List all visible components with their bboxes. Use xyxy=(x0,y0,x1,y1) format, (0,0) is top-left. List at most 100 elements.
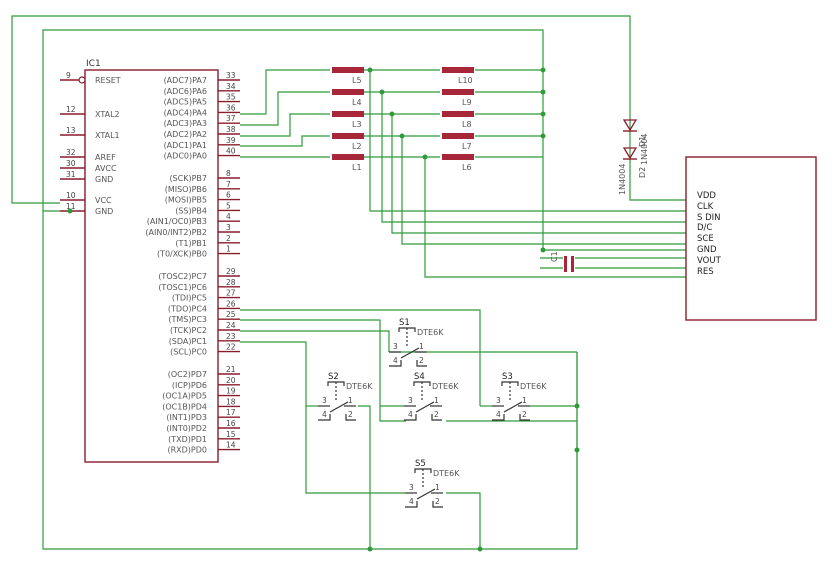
ic1-right-pin-name: (SCK)PB7 xyxy=(169,174,207,183)
switch-pin-number: 4 xyxy=(408,410,413,419)
resistor-bank: L5 L4 L3 L2 L1 L10 L9 L8 L7 L6 xyxy=(332,67,544,250)
ic1-right-pin-number: 16 xyxy=(226,419,236,428)
junction-dot xyxy=(540,247,546,253)
ic1: IC1 9RESET12XTAL213XTAL132AREF30AVCC31GN… xyxy=(60,59,240,463)
ic1-left-pin-number: 12 xyxy=(66,105,76,114)
switch-pin-number: 4 xyxy=(393,356,398,365)
ic1-right-pin-name: (OC1A)PD5 xyxy=(162,392,207,401)
switch-name: S5 xyxy=(415,459,426,469)
ic1-left-pin-name: AVCC xyxy=(95,164,117,173)
switch-lead xyxy=(431,414,442,421)
switch-lead xyxy=(318,414,331,421)
ic1-right-pin-name: (T1)PB1 xyxy=(175,239,207,248)
capacitor-plate-left xyxy=(564,256,567,272)
ic1-left-pins: 9RESET12XTAL213XTAL132AREF30AVCC31GND10V… xyxy=(60,71,121,216)
ic1-left-pin-name: VCC xyxy=(95,196,112,205)
ic1-right-pin-number: 5 xyxy=(226,201,231,210)
resistor-label-l9: L9 xyxy=(462,98,472,107)
ic1-right-pin-name: (ADC4)PA4 xyxy=(164,108,207,117)
ic1-right-pin-number: 35 xyxy=(226,93,236,102)
ic1-right-pin-number: 24 xyxy=(226,321,236,330)
switch-pin-number: 2 xyxy=(434,410,439,419)
ic1-right-pin-number: 8 xyxy=(226,169,231,178)
diode-d1-symbol xyxy=(622,119,638,132)
ic1-right-pin-number: 15 xyxy=(226,430,236,439)
ic1-right-pin-number: 6 xyxy=(226,191,231,200)
ic1-right-pin-name: (TOSC2)PC7 xyxy=(158,272,207,281)
ic1-right-pin-name: (ADC2)PA2 xyxy=(164,130,207,139)
ic1-right-pin-number: 40 xyxy=(226,147,236,156)
ic1-left-pin-number: 32 xyxy=(66,148,76,157)
ic1-left-pin-number: 10 xyxy=(66,191,76,200)
ic1-right-pin-number: 23 xyxy=(226,332,236,341)
switch-pin-number: 1 xyxy=(435,483,440,492)
switch-pin-number: 2 xyxy=(419,356,424,365)
switch-pin-number: 1 xyxy=(434,396,439,405)
resistor-l1 xyxy=(332,154,364,160)
power-wires xyxy=(11,15,686,550)
ic1-right-pin-name: (TCK)PC2 xyxy=(170,326,207,335)
ic1-right-pin-number: 27 xyxy=(226,289,236,298)
junction-dot xyxy=(389,111,395,117)
lcd-pin-label: GND xyxy=(697,245,717,255)
switch-pin-number: 4 xyxy=(496,410,501,419)
switch-pin-number: 4 xyxy=(409,497,414,506)
capacitor-plate-right xyxy=(571,256,574,272)
switch-part: DTE6K xyxy=(417,328,444,337)
lcd-pin-label: D/C xyxy=(697,223,712,233)
diode-d1-label: D1 xyxy=(638,136,647,147)
ic1-right-pin-number: 26 xyxy=(226,299,236,308)
ic1-right-pin-number: 39 xyxy=(226,136,236,145)
lcd-pin-label: VOUT xyxy=(697,256,722,266)
resistor-label-l10: L10 xyxy=(458,76,473,85)
resistor-label-l4: L4 xyxy=(352,98,362,107)
ic1-right-pin-number: 1 xyxy=(226,245,231,254)
ic1-right-pin-name: (MISO)PB6 xyxy=(165,185,207,194)
switch-lead xyxy=(404,414,417,421)
switch-contact xyxy=(503,401,523,413)
ic1-body xyxy=(84,69,219,463)
switch-pin-number: 1 xyxy=(348,396,353,405)
switch-pin-number: 2 xyxy=(348,410,353,419)
junction-dot xyxy=(477,546,483,552)
ic1-left-pin-name: GND xyxy=(95,207,113,216)
ic1-right-pin-number: 21 xyxy=(226,365,236,374)
switch-part: DTE6K xyxy=(433,469,460,478)
junction-dot xyxy=(367,67,373,73)
ic1-right-pins: 33(ADC7)PA734(ADC6)PA635(ADC5)PA536(ADC4… xyxy=(145,71,240,455)
junction-dot xyxy=(67,208,73,214)
junction-dot xyxy=(540,67,546,73)
resistor-label-l6: L6 xyxy=(462,163,472,172)
ic1-right-pin-name: (TDI)PC5 xyxy=(172,294,207,303)
ic1-right-pin-name: (OC2)PD7 xyxy=(168,370,207,379)
ic1-left-pin-number: 11 xyxy=(66,202,76,211)
switch-name: S1 xyxy=(399,318,410,328)
lcd-body xyxy=(685,156,817,321)
ic1-left-pin-number: 9 xyxy=(66,71,71,80)
ic1-right-pin-number: 38 xyxy=(226,125,236,134)
ic1-right-pin-name: (AIN1/OC0)PB3 xyxy=(147,217,207,226)
ic1-right-pin-number: 17 xyxy=(226,408,236,417)
switch-pin-number: 3 xyxy=(322,396,327,405)
ic1-left-pin-name: RESET xyxy=(95,76,121,85)
ic1-right-pin-name: (ADC3)PA3 xyxy=(164,119,207,128)
ic1-name: IC1 xyxy=(86,59,101,69)
ic1-right-pin-name: (ADC1)PA1 xyxy=(164,141,207,150)
switch-contact xyxy=(400,347,420,359)
switch-name: S2 xyxy=(328,372,339,382)
ic1-right-pin-number: 4 xyxy=(226,212,231,221)
resistor-l4 xyxy=(332,89,364,95)
ic1-right-pin-name: (ADC0)PA0 xyxy=(164,152,207,161)
ic1-right-pin-number: 28 xyxy=(226,278,236,287)
switch-lead xyxy=(432,501,443,508)
switch-lead xyxy=(519,414,530,421)
switch-pin-number: 1 xyxy=(419,342,424,351)
ic1-right-pin-name: (T0/XCK)PB0 xyxy=(157,250,207,259)
junction-dot xyxy=(422,154,428,160)
junction-dot xyxy=(540,133,546,139)
ic1-right-pin-name: (SCL)PC0 xyxy=(170,348,207,357)
ic1-right-pin-name: (OC1B)PD4 xyxy=(162,402,207,411)
